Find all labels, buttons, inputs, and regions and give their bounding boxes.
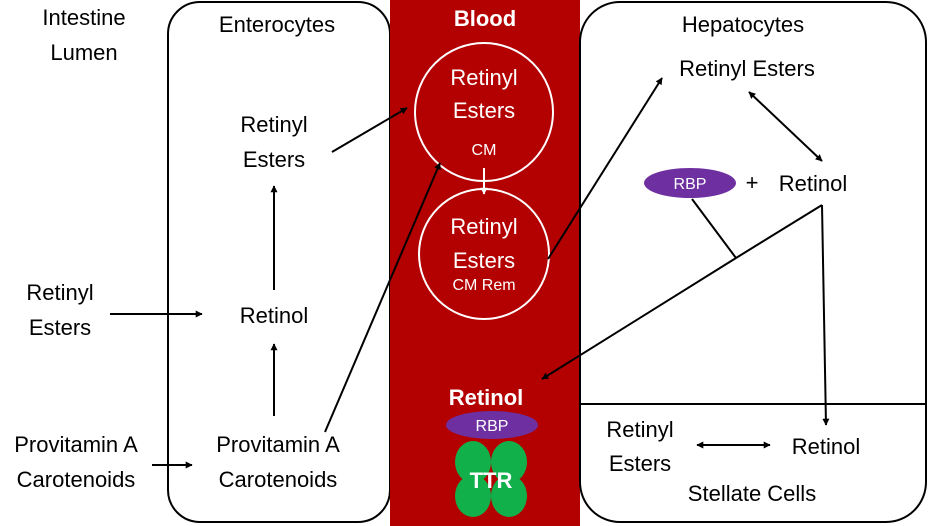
lumen-retinyl-line1: Retinyl bbox=[26, 280, 93, 305]
line-rbp-branch bbox=[691, 198, 737, 259]
stellate-retinyl-line1: Retinyl bbox=[606, 417, 673, 442]
hepatocytes-retinyl-esters: Retinyl Esters bbox=[679, 56, 815, 81]
stellate-retinyl-line2: Esters bbox=[609, 451, 671, 476]
enterocytes-provitamin-line1: Provitamin A bbox=[216, 432, 340, 457]
ttr-subunit bbox=[491, 475, 527, 517]
rem-retinyl-line2: Esters bbox=[453, 248, 515, 273]
ttr-subunit bbox=[455, 441, 491, 483]
arrow-hepatocyte-to-blood-retinol bbox=[541, 257, 737, 380]
enterocytes-provitamin-line2: Carotenoids bbox=[219, 467, 338, 492]
enterocytes-title: Enterocytes bbox=[219, 12, 335, 37]
enterocytes-retinyl-line1: Retinyl bbox=[240, 112, 307, 137]
arrow-carotenoid-to-cm bbox=[324, 162, 441, 433]
blood-title: Blood bbox=[454, 6, 516, 31]
hepatocytes-rbp-label: RBP bbox=[674, 176, 707, 193]
hepatocytes-compartment bbox=[579, 1, 927, 523]
stellate-retinol: Retinol bbox=[792, 434, 860, 459]
hepatocytes-plus: + bbox=[746, 170, 759, 195]
lumen-title-line1: Intestine bbox=[42, 5, 125, 30]
arrow-retinyl-esters-to-cm bbox=[331, 107, 408, 153]
ttr-label: TTR bbox=[470, 468, 513, 493]
blood-rbp-label: RBP bbox=[476, 418, 509, 435]
line-retinol-branch bbox=[735, 204, 823, 259]
lumen-title-line2: Lumen bbox=[50, 40, 117, 65]
hepatocytes-title: Hepatocytes bbox=[682, 12, 804, 37]
arrow-rem-to-hepatocytes bbox=[547, 77, 663, 260]
ttr-subunit bbox=[491, 441, 527, 483]
enterocytes-retinyl-line2: Esters bbox=[243, 147, 305, 172]
ttr-subunit bbox=[455, 475, 491, 517]
arrow-retinol-to-stellate bbox=[821, 204, 830, 426]
blood-retinol: Retinol bbox=[449, 385, 524, 410]
hepatocytes-rbp-pill bbox=[644, 168, 736, 198]
ttr-tetramer bbox=[455, 441, 527, 517]
lumen-provitamin-line1: Provitamin A bbox=[14, 432, 138, 457]
arrow-retinyl-retinol-exchange bbox=[748, 91, 823, 162]
enterocytes-retinol: Retinol bbox=[240, 303, 308, 328]
lumen-provitamin-line2: Carotenoids bbox=[17, 467, 136, 492]
lumen-retinyl-line2: Esters bbox=[29, 315, 91, 340]
blood-rbp-pill bbox=[446, 411, 538, 439]
cm-label: CM bbox=[472, 142, 497, 159]
hepatocytes-retinol: Retinol bbox=[779, 171, 847, 196]
rem-label: CM Rem bbox=[452, 277, 515, 294]
cm-retinyl-line2: Esters bbox=[453, 98, 515, 123]
stellate-title: Stellate Cells bbox=[688, 481, 816, 506]
cm-retinyl-line1: Retinyl bbox=[450, 65, 517, 90]
rem-retinyl-line1: Retinyl bbox=[450, 214, 517, 239]
